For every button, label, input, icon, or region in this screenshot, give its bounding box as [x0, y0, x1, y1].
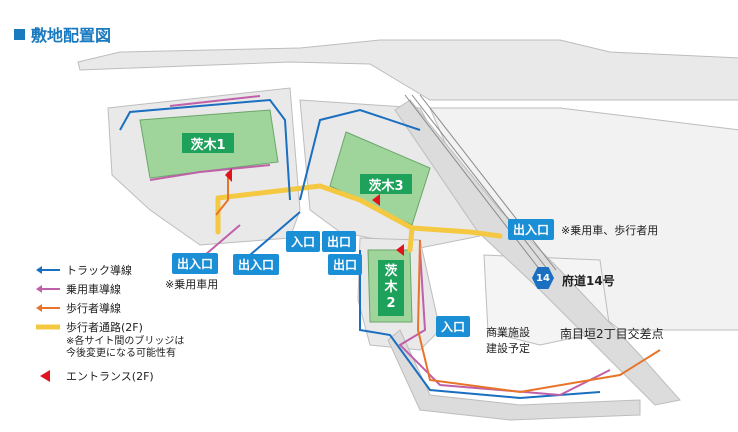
truck-route-4 [249, 211, 301, 256]
rail-3 [419, 94, 557, 271]
gate-entry-1-text: 入口 [291, 235, 316, 249]
intersection-name: 南目垣2丁目交差点 [560, 327, 664, 341]
ped-route-1 [215, 172, 229, 216]
gate-exit-1-text: 出口 [327, 235, 352, 249]
gate-right-entry-exit: 出入口 [508, 219, 555, 240]
gate-bottom-entry-exit-1-text: 出入口 [177, 257, 214, 271]
page-title: 敷地配置図 [14, 22, 111, 46]
gate-right-entry-exit-text: 出入口 [513, 223, 550, 237]
rail-1 [404, 94, 541, 271]
legend-pedestrian-label: 歩行者導線 [66, 301, 121, 315]
building-label-ibaraki2: 茨 木 2 [378, 260, 404, 316]
legend-car-icon [36, 284, 60, 293]
building-label-ibaraki3-text: 茨木3 [368, 178, 404, 194]
page-title-text: 敷地配置図 [31, 26, 112, 45]
gate-entry-2-text: 入口 [441, 320, 466, 334]
route-14-number: 14 [536, 272, 550, 284]
gate-bottom-entry-exit-2-text: 出入口 [238, 258, 275, 272]
planned-commercial-line1: 商業施設 [486, 326, 530, 339]
route-14-name: 府道14号 [562, 274, 615, 288]
building-label-ibaraki3: 茨木3 [360, 174, 412, 194]
truck-route-3 [359, 250, 601, 400]
building-label-ibaraki2-line2: 木 [384, 280, 398, 295]
gate-bottom-entry-exit-1-note: ※乗用車用 [165, 278, 219, 291]
legend-pedestrian-icon [36, 303, 60, 312]
legend: トラック導線 乗用車導線 歩行者導線 歩行者通路(2F) ※各サイト間のブリッジ… [36, 260, 184, 385]
legend-truck-icon [36, 265, 60, 274]
gate-right-entry-exit-note: ※乗用車、歩行者用 [561, 224, 659, 237]
gate-exit-2: 出口 [328, 254, 363, 275]
legend-entrance-icon [40, 369, 50, 382]
legend-entrance-label: エントランス(2F) [66, 369, 154, 383]
legend-car: 乗用車導線 [36, 279, 184, 298]
legend-entrance: エントランス(2F) [36, 366, 184, 385]
entrances-2f [225, 168, 404, 256]
legend-walkway-icon [36, 324, 60, 329]
legend-walkway-note-2: 今後変更になる可能性有 [66, 348, 176, 359]
ground-top-left [77, 39, 738, 101]
walkway-2f [215, 183, 503, 253]
gate-entry-2: 入口 [436, 316, 471, 337]
building-label-ibaraki2-line1: 茨 [384, 264, 398, 279]
car-routes [149, 95, 611, 397]
car-route-1 [149, 164, 271, 181]
gate-exit-2-text: 出口 [333, 258, 358, 272]
legend-walkway-label: 歩行者通路(2F) [66, 320, 143, 334]
legend-walkway-note-1: ※各サイト間のブリッジは [66, 336, 185, 347]
truck-route-2 [299, 108, 421, 201]
gate-exit-1: 出口 [322, 231, 357, 252]
legend-truck-label: トラック導線 [66, 263, 132, 277]
entrance-marker-2 [372, 194, 380, 206]
ped-route-2 [416, 239, 661, 394]
car-route-2 [169, 95, 261, 107]
truck-route-1 [119, 98, 291, 201]
route-14-badge: 14 [532, 267, 554, 289]
legend-walkway: 歩行者通路(2F) [36, 317, 184, 336]
entrance-marker-1 [225, 168, 232, 182]
legend-truck: トラック導線 [36, 260, 184, 279]
road-lower [387, 329, 641, 421]
planned-commercial-line2: 建設予定 [486, 342, 530, 355]
walkway-main [215, 183, 503, 239]
title-square-icon [14, 28, 25, 40]
gate-bottom-entry-exit-2: 出入口 [233, 254, 280, 275]
building-label-ibaraki1-text: 茨木1 [190, 137, 226, 153]
planned-commercial-label: 商業施設 建設予定 [486, 325, 530, 357]
rail-lines [404, 94, 557, 271]
car-route-3 [398, 249, 611, 397]
rail-2 [411, 94, 549, 271]
gate-bottom-entry-exit-1: 出入口 [172, 253, 219, 274]
entrance-marker-3 [396, 244, 404, 256]
car-route-4 [204, 224, 241, 256]
walkway-branch [407, 225, 415, 253]
legend-car-label: 乗用車導線 [66, 282, 121, 296]
pedestrian-routes [215, 172, 661, 394]
legend-pedestrian: 歩行者導線 [36, 298, 184, 317]
building-label-ibaraki2-line3: 2 [386, 296, 396, 311]
gate-entry-1: 入口 [286, 231, 321, 252]
building-label-ibaraki1: 茨木1 [182, 133, 234, 153]
truck-routes [119, 98, 601, 400]
